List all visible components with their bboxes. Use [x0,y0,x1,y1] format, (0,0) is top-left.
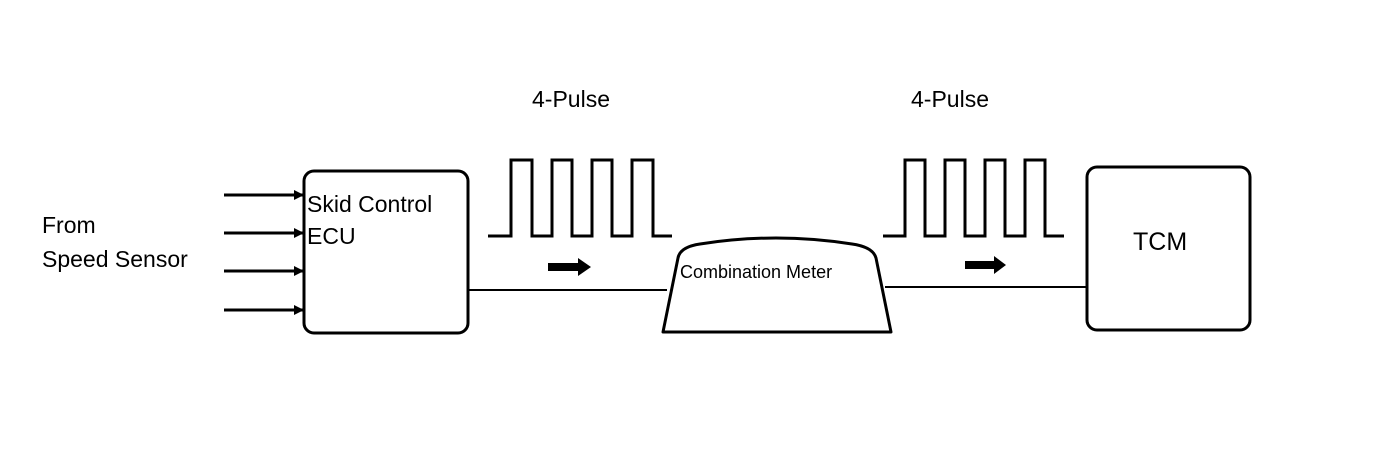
pulse-label-1: 4-Pulse [532,86,610,112]
tcm-box [1085,165,1252,332]
skid-control-ecu-label: Skid Control ECU [307,188,432,252]
pulse-label-2: 4-Pulse [911,86,989,112]
combination-meter-shape [661,236,893,334]
speed-sensor-label-line1: From [42,212,96,238]
speed-sensor-input-arrows [224,190,304,315]
skid-control-ecu-box [302,169,470,335]
pulse-waveform-1 [488,158,672,238]
combination-meter-label: Combination Meter [680,262,833,282]
direction-arrow-2 [965,256,1006,274]
skid-control-ecu-label-line2: ECU [307,223,356,249]
pulse-waveform-2 [883,158,1064,238]
speed-sensor-label: From Speed Sensor [42,208,188,276]
speed-sensor-label-line2: Speed Sensor [42,246,188,272]
skid-control-ecu-label-line1: Skid Control [307,191,433,217]
direction-arrow-1 [548,258,591,276]
tcm-label: TCM [1133,228,1188,256]
